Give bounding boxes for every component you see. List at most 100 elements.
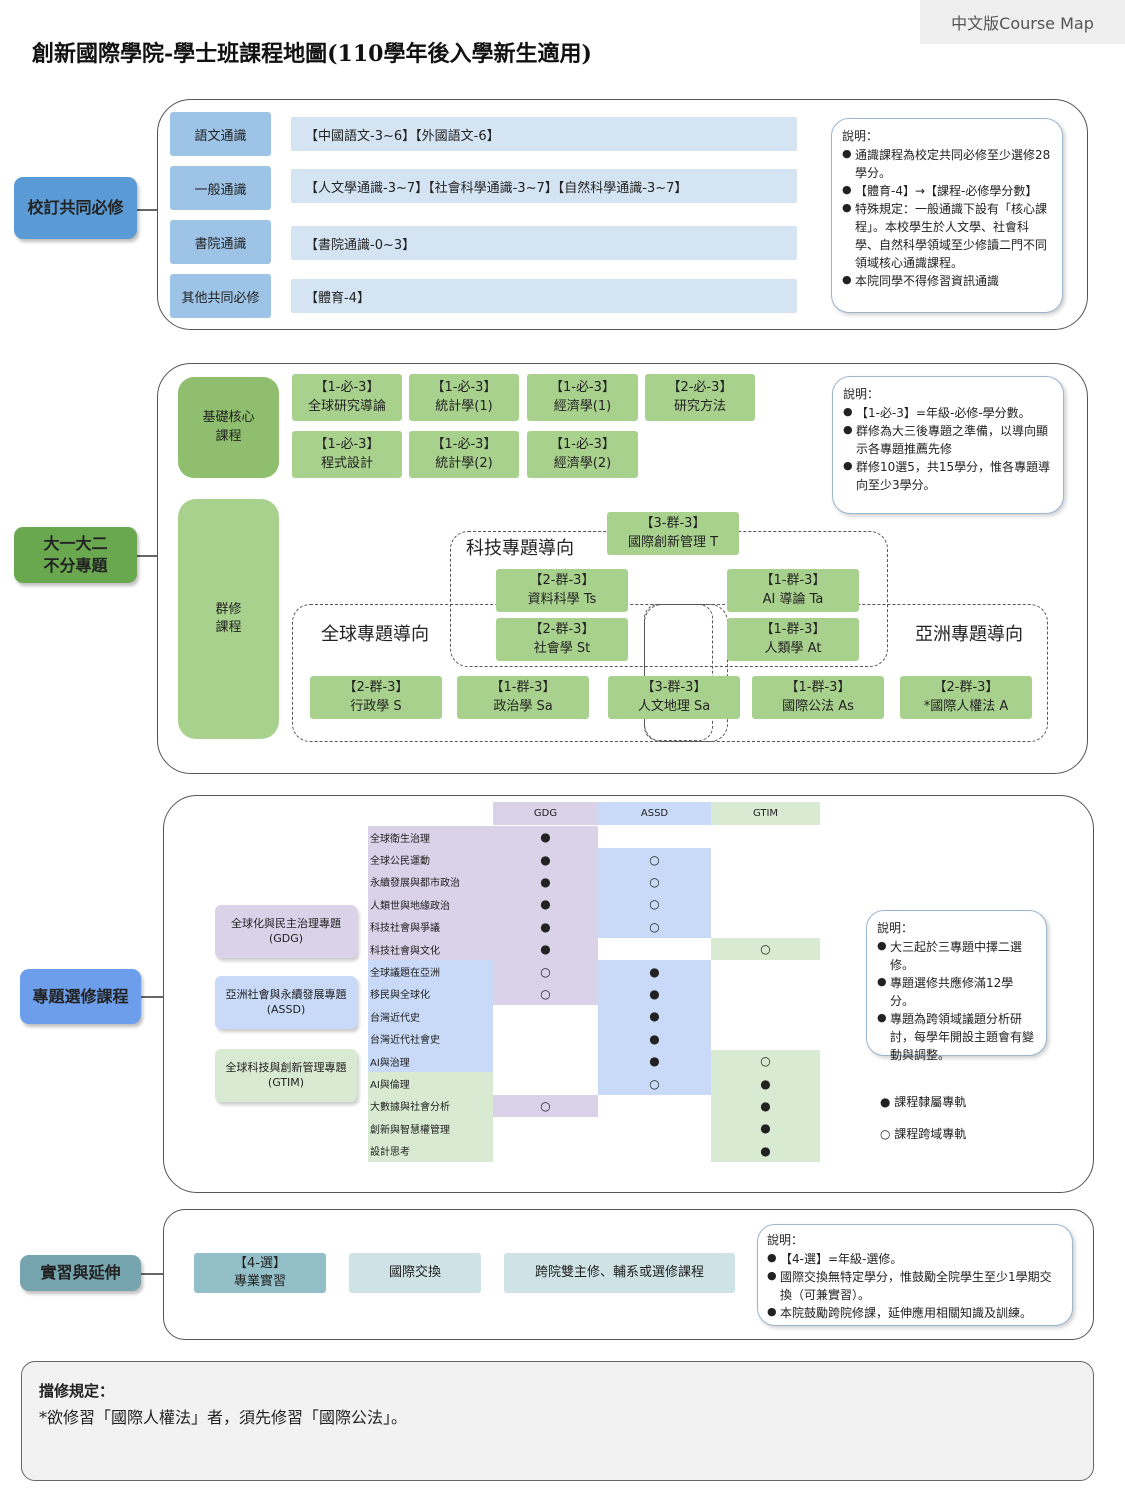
filled-mark: ● — [493, 848, 598, 871]
hollow-mark: ○ — [598, 848, 711, 871]
course-code: 【3-群-3】 — [640, 515, 706, 531]
page-title: 創新國際學院-學士班課程地圖(110學年後入學新生適用) — [32, 41, 592, 67]
international-exchange-box: 國際交換 — [349, 1253, 481, 1293]
connector-line — [137, 209, 157, 211]
core-course: 【1-必-3】統計學(1) — [409, 374, 519, 421]
course-name: AI 導論 Ta — [762, 591, 824, 607]
note-item: 大三起於三專題中擇二選修。 — [877, 938, 1036, 974]
track-assd: 亞洲社會與永續發展專題 (ASSD) — [215, 976, 357, 1029]
course-name: 資料科學 Ts — [527, 591, 597, 607]
matrix-row-label: AI與治理 — [368, 1050, 493, 1073]
track-gdg: 全球化與民主治理專題 (GDG) — [215, 905, 357, 958]
matrix-row-label: 設計思考 — [368, 1139, 493, 1162]
matrix-row-label: 全球公民運動 — [368, 848, 493, 871]
course-code: 【3-群-3】 — [641, 679, 707, 695]
course-name: 政治學 Sa — [493, 698, 553, 714]
hollow-mark: ○ — [598, 1072, 711, 1095]
common-required-note: 說明： 通識課程為校定共同必修至少選修28學分。 【體育-4】→【課程-必修學分… — [831, 118, 1063, 313]
hollow-mark: ○ — [493, 982, 598, 1006]
note-item: 本院鼓勵跨院修課，延伸應用相關知識及訓練。 — [767, 1304, 1063, 1322]
group-courses-label: 群修 課程 — [178, 499, 279, 739]
course-code: 【1-必-3】 — [314, 436, 380, 452]
matrix-row-label: 科技社會與爭議 — [368, 915, 493, 938]
course-code: 【2-必-3】 — [667, 379, 733, 395]
course-name: 經濟學(1) — [553, 398, 612, 414]
matrix-row-label: 移民與全球化 — [368, 982, 493, 1006]
filled-mark: ● — [598, 1050, 711, 1073]
group-course-intl-law: 【1-群-3】國際公法 As — [752, 676, 884, 719]
core-course: 【1-必-3】全球研究導論 — [292, 374, 402, 421]
hollow-mark: ○ — [598, 893, 711, 916]
matrix-row-label: 人類世與地緣政治 — [368, 893, 493, 916]
note-title: 說明： — [842, 129, 879, 143]
matrix-header-gtim: GTIM — [711, 802, 820, 825]
hollow-mark: ○ — [711, 938, 820, 961]
year12-category: 大一大二 不分專題 — [14, 527, 137, 583]
rules-title: 擋修規定： — [39, 1382, 115, 1400]
matrix-row-label: AI與倫理 — [368, 1072, 493, 1095]
overlap-region — [644, 604, 713, 741]
internship-note: 說明： 【4-選】=年級-選修。 國際交換無特定學分，惟鼓勵全院學生至少1學期交… — [757, 1224, 1073, 1326]
matrix-row-label: 全球議題在亞洲 — [368, 960, 493, 983]
course-code: 【1-群-3】 — [490, 679, 556, 695]
filled-mark: ● — [598, 960, 711, 983]
cross-college-box: 跨院雙主修、輔系或選修課程 — [504, 1253, 735, 1293]
filled-mark: ● — [493, 870, 598, 894]
course-name: 程式設計 — [320, 455, 373, 471]
course-name: 國際創新管理 T — [627, 534, 719, 550]
course-code: 【1-必-3】 — [431, 379, 497, 395]
course-code: 【2-群-3】 — [529, 572, 595, 588]
row-label-language: 語文通識 — [170, 112, 271, 156]
matrix-row-label: 大數據與社會分析 — [368, 1094, 493, 1118]
core-course: 【1-必-3】經濟學(2) — [527, 431, 638, 478]
track-gtim: 全球科技與創新管理專題 (GTIM) — [215, 1049, 357, 1102]
note-item: 特殊規定：一般通識下設有「核心課程」。本校學生於人文學、社會科學、自然科學領域至… — [842, 200, 1052, 272]
core-course: 【1-必-3】程式設計 — [292, 431, 402, 478]
course-name: 統計學(2) — [435, 455, 493, 471]
course-name: 社會學 St — [533, 640, 591, 656]
course-name: 人類學 At — [764, 640, 822, 656]
note-item: 【1-必-3】=年級-必修-學分數。 — [843, 404, 1053, 422]
row-content-college: 【書院通識-0~3】 — [291, 226, 797, 260]
course-code: 【2-群-3】 — [529, 621, 595, 637]
matrix-row-label: 台灣近代史 — [368, 1005, 493, 1028]
legend-filled: ● 課程隸屬專軌 — [880, 1095, 967, 1109]
course-name: 全球研究導論 — [307, 398, 386, 414]
note-item: 本院同學不得修習資訊通識 — [842, 272, 1052, 290]
course-code: 【1-必-3】 — [550, 436, 615, 452]
hollow-mark: ○ — [598, 870, 711, 894]
group-course-ai: 【1-群-3】AI 導論 Ta — [727, 569, 859, 612]
global-orientation-label: 全球專題導向 — [318, 620, 432, 646]
group-course-human-rights: 【2-群-3】 *國際人權法 A — [900, 676, 1032, 719]
professional-internship-box: 【4-選】 專業實習 — [194, 1253, 326, 1293]
course-name: *國際人權法 A — [923, 698, 1009, 714]
group-course-politics: 【1-群-3】政治學 Sa — [457, 676, 589, 719]
core-course: 【2-必-3】研究方法 — [645, 374, 755, 421]
course-name: 經濟學(2) — [553, 455, 612, 471]
course-code: 【2-群-3】 — [933, 679, 999, 695]
core-courses-label: 基礎核心 課程 — [178, 377, 279, 478]
prerequisite-rules-panel: 擋修規定： *欲修習「國際人權法」者，須先修習「國際公法」。 — [21, 1361, 1094, 1481]
group-course-data-science: 【2-群-3】資料科學 Ts — [496, 569, 628, 612]
tech-orientation-label: 科技專題導向 — [463, 534, 577, 560]
group-course-administration: 【2-群-3】行政學 S — [310, 676, 442, 719]
filled-mark: ● — [598, 982, 711, 1006]
row-content-general: 【人文學通識-3~7】【社會科學通識-3~7】【自然科學通識-3~7】 — [291, 169, 797, 203]
common-required-category: 校訂共同必修 — [14, 177, 137, 239]
course-name: 研究方法 — [673, 398, 726, 414]
note-item: 通識課程為校定共同必修至少選修28學分。 — [842, 146, 1052, 182]
hollow-mark: ○ — [598, 915, 711, 938]
row-content-language: 【中國語文-3~6】【外國語文-6】 — [291, 117, 797, 151]
hollow-mark: ○ — [493, 960, 598, 983]
course-code: 【1-必-3】 — [431, 436, 497, 452]
row-label-general: 一般通識 — [170, 166, 271, 210]
filled-mark: ● — [598, 1005, 711, 1028]
row-label-other: 其他共同必修 — [170, 274, 271, 318]
note-item: 【4-選】=年級-選修。 — [767, 1250, 1063, 1268]
group-course-innovation: 【3-群-3】國際創新管理 T — [607, 512, 739, 555]
course-code: 【2-群-3】 — [343, 679, 409, 695]
group-course-anthropology: 【1-群-3】人類學 At — [727, 618, 859, 661]
matrix-header-assd: ASSD — [598, 802, 711, 825]
filled-mark: ● — [493, 826, 598, 849]
connector-line — [141, 996, 163, 998]
